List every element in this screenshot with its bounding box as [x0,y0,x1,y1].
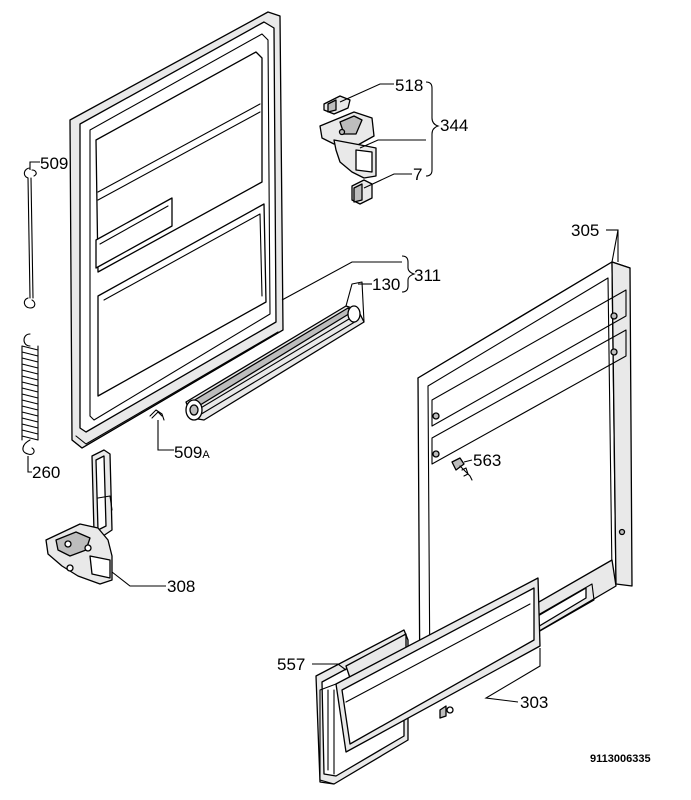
label-260: 260 [32,463,60,482]
inner-door-panel [69,11,284,449]
spring-260 [21,333,39,455]
label-305: 305 [571,221,599,240]
spring-509 [23,167,37,309]
label-509a-suffix: A [202,449,210,461]
label-557: 557 [277,655,305,674]
label-509: 509 [40,154,68,173]
label-7: 7 [413,165,422,184]
hinge-308 [45,449,113,585]
label-509a: 509A [174,443,210,462]
door-lock-assembly [319,95,377,205]
part-labels: 518 344 7 509 305 311 130 260 509A 563 3… [32,76,651,765]
drawing-code: 9113006335 [590,753,651,765]
label-311: 311 [414,266,441,285]
label-563: 563 [473,451,501,470]
leader-lines [27,81,619,703]
label-518: 518 [395,76,423,95]
lock-body [319,111,377,179]
label-344: 344 [440,116,468,135]
lower-panel-303 [319,577,541,785]
clip-509a [149,409,165,421]
label-130: 130 [372,275,400,294]
lock-catch-7 [351,179,373,205]
label-308: 308 [167,577,195,596]
label-303: 303 [520,693,548,712]
door-seal-130 [185,281,365,421]
screw-563 [451,457,473,481]
label-509a-number: 509 [174,443,202,462]
